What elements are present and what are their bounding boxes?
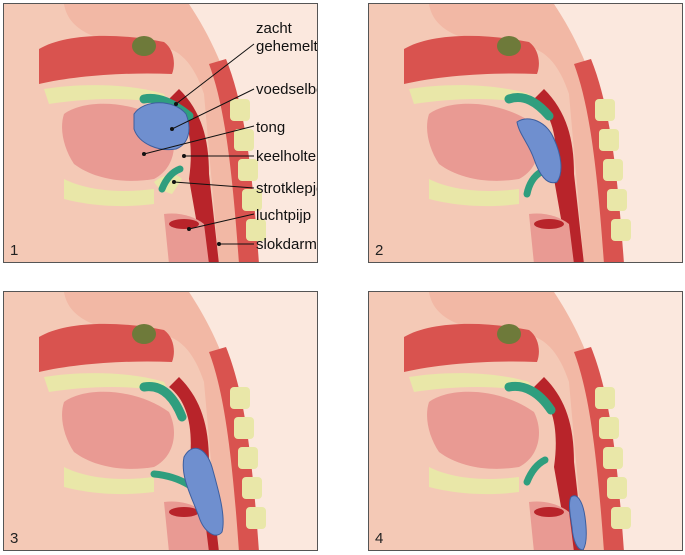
head-cross-section-3 [4,292,266,550]
panel-stage-1: zacht gehemelte voedselbolus tong keelho… [3,3,318,263]
panel-stage-3: 3 [3,291,318,551]
label-tongue: tong [256,119,286,136]
panel-number: 3 [10,530,19,547]
panel-stage-4: 4 [368,291,683,551]
label-bolus: voedselbolus [256,81,317,98]
panel-number: 2 [375,242,384,259]
label-esophagus: slokdarm [256,236,317,253]
head-cross-section-2 [369,4,631,262]
panel-stage-2: 2 [368,3,683,263]
label-trachea: luchtpijp [256,207,312,224]
head-cross-section-1 [4,4,266,262]
panel-number: 1 [10,242,19,259]
head-cross-section-4 [369,292,631,550]
label-soft-palate-line1: zacht [256,20,292,37]
label-epiglottis: strotklepje [256,180,318,197]
label-pharynx: keelholte [256,148,317,165]
label-soft-palate-line2: gehemelte [256,38,318,55]
panel-number: 4 [375,530,384,547]
